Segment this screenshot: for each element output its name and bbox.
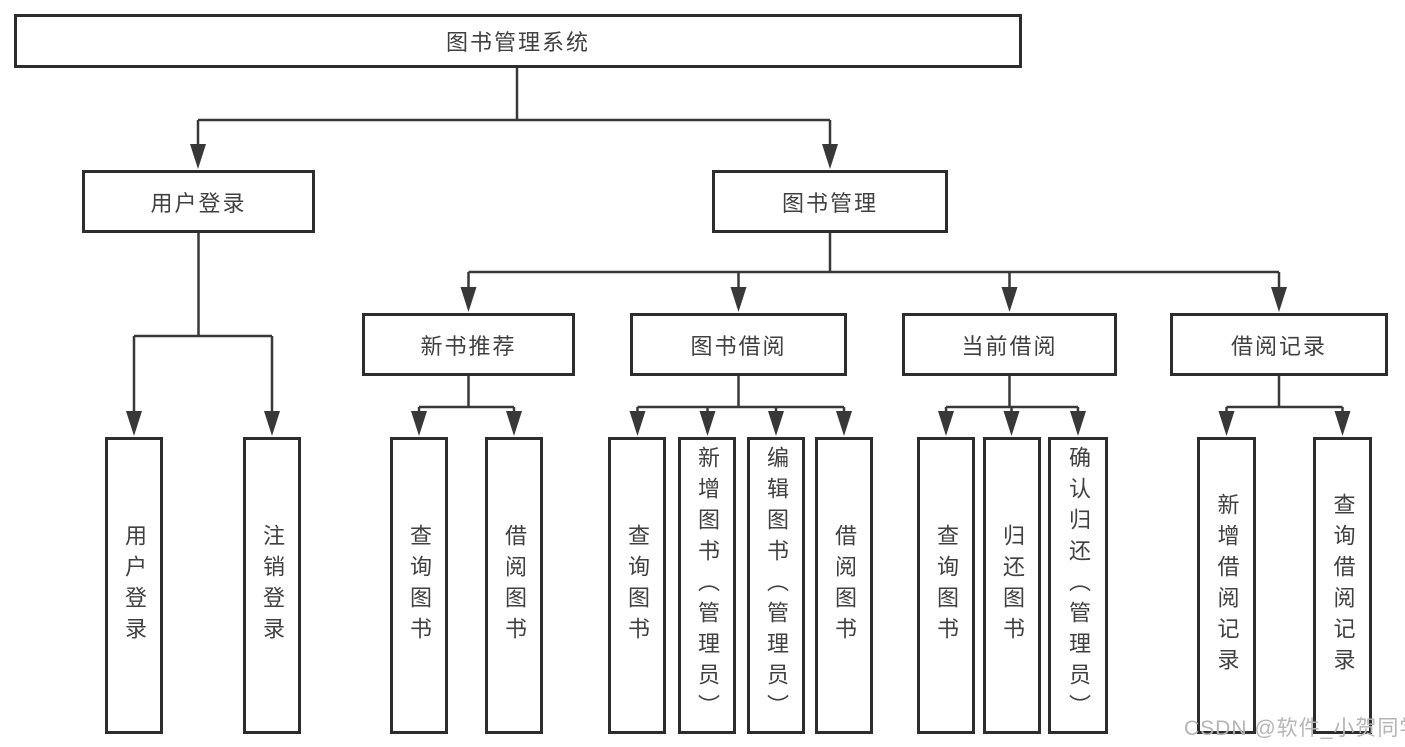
node-borrowing-records-label: 借阅记录 [1230,333,1327,359]
leaf-borrow-books-borrowing-label: 借阅图书 [832,523,857,648]
leaf-query-books-borrowing: 查询图书 [608,437,666,734]
leaf-logout: 注销登录 [243,437,301,734]
node-book-management: 图书管理 [712,170,948,233]
csdn-watermark: CSDN @软件_小贺同学 [1184,717,1405,740]
leaf-logout-label: 注销登录 [260,523,285,648]
leaf-user-login: 用户登录 [105,437,163,734]
arrowheads [126,144,1351,436]
node-new-book-recommend-label: 新书推荐 [420,333,517,359]
leaf-query-books-recommend: 查询图书 [390,437,448,734]
node-book-management-label: 图书管理 [781,190,878,216]
leaf-confirm-return-admin: 确认归还（管理员） [1048,437,1108,734]
leaf-borrow-books-borrowing: 借阅图书 [815,437,873,734]
leaf-query-books-borrowing-label: 查询图书 [625,523,650,648]
leaf-add-books-admin: 新增图书（管理员） [678,437,736,734]
leaf-edit-books-admin-label: 编辑图书（管理员） [764,446,789,725]
leaf-add-books-admin-label: 新增图书（管理员） [695,446,720,725]
node-new-book-recommend: 新书推荐 [362,313,575,376]
leaf-confirm-return-admin-label: 确认归还（管理员） [1066,446,1091,725]
leaf-add-borrow-record: 新增借阅记录 [1197,437,1256,734]
leaf-query-books-current: 查询图书 [917,437,975,734]
node-user-login: 用户登录 [82,170,315,233]
leaf-query-books-current-label: 查询图书 [934,523,959,648]
node-user-login-label: 用户登录 [150,190,247,216]
leaf-query-borrow-record: 查询借阅记录 [1313,437,1372,734]
node-current-borrowing-label: 当前借阅 [961,333,1058,359]
node-root: 图书管理系统 [14,14,1022,68]
leaf-borrow-books-recommend-label: 借阅图书 [502,523,527,648]
leaf-query-borrow-record-label: 查询借阅记录 [1330,492,1356,679]
node-root-label: 图书管理系统 [445,30,590,55]
leaf-return-books: 归还图书 [983,437,1041,734]
node-book-borrowing: 图书借阅 [630,313,847,376]
node-borrowing-records: 借阅记录 [1170,313,1388,376]
leaf-return-books-label: 归还图书 [1000,523,1025,648]
leaf-edit-books-admin: 编辑图书（管理员） [747,437,805,734]
leaf-add-borrow-record-label: 新增借阅记录 [1214,492,1240,679]
leaf-query-books-recommend-label: 查询图书 [407,523,432,648]
node-book-borrowing-label: 图书借阅 [690,333,787,359]
leaf-user-login-label: 用户登录 [122,523,147,648]
leaf-borrow-books-recommend: 借阅图书 [485,437,543,734]
node-current-borrowing: 当前借阅 [902,313,1117,376]
